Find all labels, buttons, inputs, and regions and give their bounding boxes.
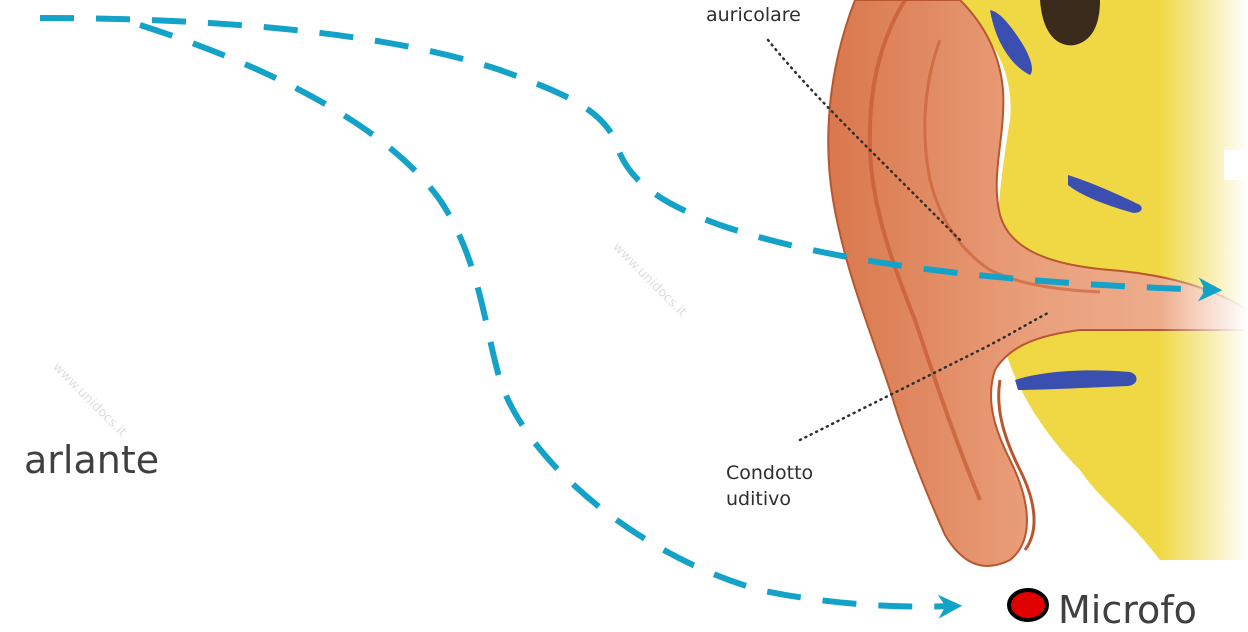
auricle-label: auricolare: [706, 2, 801, 28]
canal-label-line1: Condotto: [726, 460, 813, 486]
canal-label-line2: uditivo: [726, 486, 791, 512]
ear-illustration: [828, 0, 1248, 628]
speaker-label: arlante: [24, 438, 159, 482]
microphone-marker: [1009, 590, 1047, 620]
microphone-label: Microfo: [1058, 588, 1197, 632]
